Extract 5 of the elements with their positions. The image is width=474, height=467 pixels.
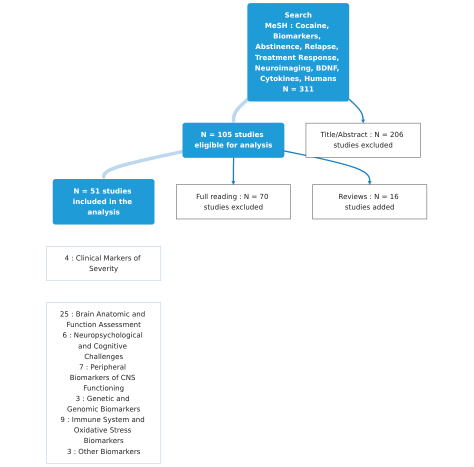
arrow [102,150,184,180]
arrow [232,98,250,124]
arrow [348,98,366,124]
arrow [232,158,236,185]
arrow [284,150,372,185]
